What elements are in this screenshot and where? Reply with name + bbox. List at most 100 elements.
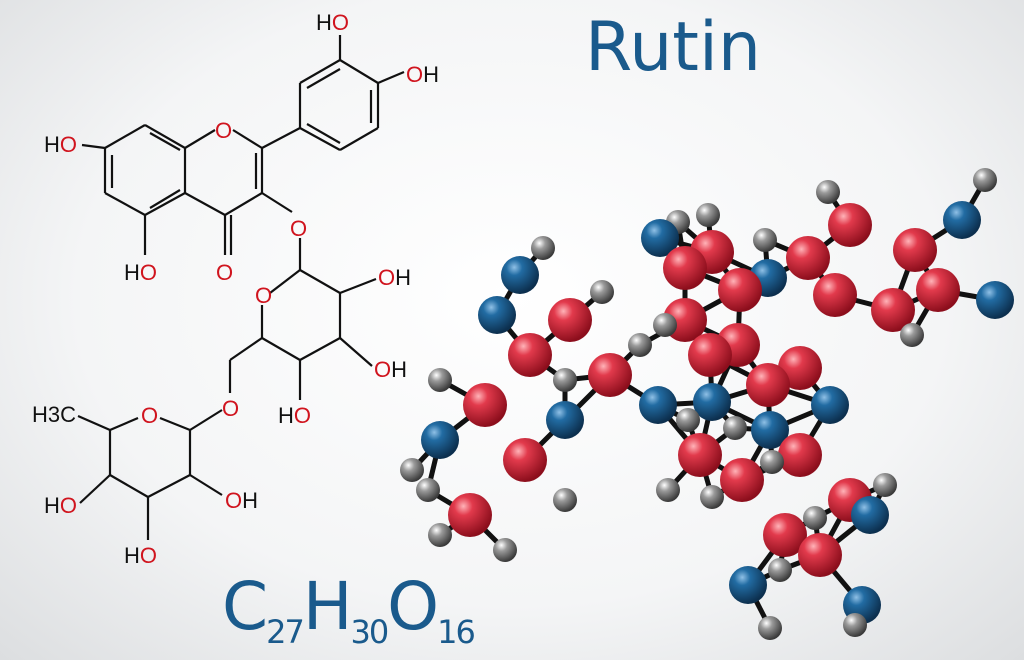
bond [299,59,341,84]
hydrogen-atom [753,228,777,252]
bond [184,129,216,149]
bond [232,129,263,149]
red-atom [746,363,790,407]
label-o: O [141,403,158,428]
label-ho: HO [124,543,157,568]
hydrogen-atom [416,478,440,502]
red-atom [663,246,707,290]
blue-atom [641,219,679,257]
red-atom [588,353,632,397]
label-o: O [215,118,232,143]
red-atom [718,268,762,312]
red-atom [463,383,507,427]
blue-atom [729,566,767,604]
bond [229,337,263,361]
hydrogen-atom [531,236,555,260]
label-oh: OH [406,62,439,87]
bond [261,127,301,149]
blue-atom [751,411,789,449]
label-oh: OH [225,488,258,513]
bond [77,414,111,432]
molecular-formula: C27H30O16 [222,568,476,651]
hydrogen-atom [803,506,827,530]
bond [261,192,293,213]
hydrogen-atom [758,616,782,640]
label-o: O [255,283,272,308]
label-oh: OH [374,357,407,382]
hydrogen-atom [428,368,452,392]
bond [339,277,377,295]
hydrogen-atom [628,333,652,357]
hydrogen-atom [873,473,897,497]
bond [109,474,149,498]
blue-atom [693,383,731,421]
label-o: O [290,216,307,241]
hydrogen-atom [590,280,614,304]
formula-element: C [222,568,268,645]
hydrogen-atom [400,458,424,482]
bond [104,124,146,149]
hydrogen-atom [428,523,452,547]
bond [144,192,186,216]
bond [147,474,191,498]
label-ho: HO [44,493,77,518]
blue-atom [639,386,677,424]
red-atom [763,513,807,557]
structural-formula [77,35,405,540]
bond [299,337,341,361]
label-ho: HO [124,260,157,285]
red-atom [448,493,492,537]
blue-atom [421,421,459,459]
bond [144,124,186,149]
label-o: O [216,260,233,285]
hydrogen-atom [493,538,517,562]
bond [306,68,341,89]
red-atom [503,438,547,482]
bond [224,192,263,216]
bond [104,192,146,216]
blue-atom [851,496,889,534]
red-atom [786,236,830,280]
bond [149,132,181,151]
bond [79,474,111,504]
label-ho: HO [316,10,349,35]
bond [184,192,226,216]
hydrogen-atom [973,168,997,192]
bond [189,409,223,431]
bond [299,127,341,151]
formula-count: 27 [266,613,305,651]
hydrogen-atom [843,613,867,637]
ball-and-stick-model [400,168,1014,640]
label-oh: OH [378,265,411,290]
bond [159,416,191,432]
bond [269,269,301,294]
red-atom [548,298,592,342]
atom-labels: HO OH HO O O HO O O OH OH HO O H3C O HO … [32,10,439,568]
red-atom [828,203,872,247]
red-atom [720,458,764,502]
red-atom [871,288,915,332]
hydrogen-atom [553,488,577,512]
hydrogen-atom [816,180,840,204]
hydrogen-atom [768,558,792,582]
label-h3c: H3C [32,402,76,427]
hydrogen-atom [700,485,724,509]
red-atom [813,273,857,317]
bond [189,474,223,496]
bond [377,70,405,85]
formula-element: H [302,568,353,645]
hydrogen-atom [696,203,720,227]
label-ho: HO [278,403,311,428]
formula-count: 16 [437,613,476,651]
blue-atom [943,201,981,239]
bond [261,337,301,361]
blue-atom [478,296,516,334]
blue-atom [546,401,584,439]
hydrogen-atom [553,368,577,392]
bond [339,127,379,151]
molecule-title: Rutin [585,8,761,87]
blue-atom [976,281,1014,319]
hydrogen-atom [723,416,747,440]
red-atom [798,533,842,577]
bond [109,416,139,432]
